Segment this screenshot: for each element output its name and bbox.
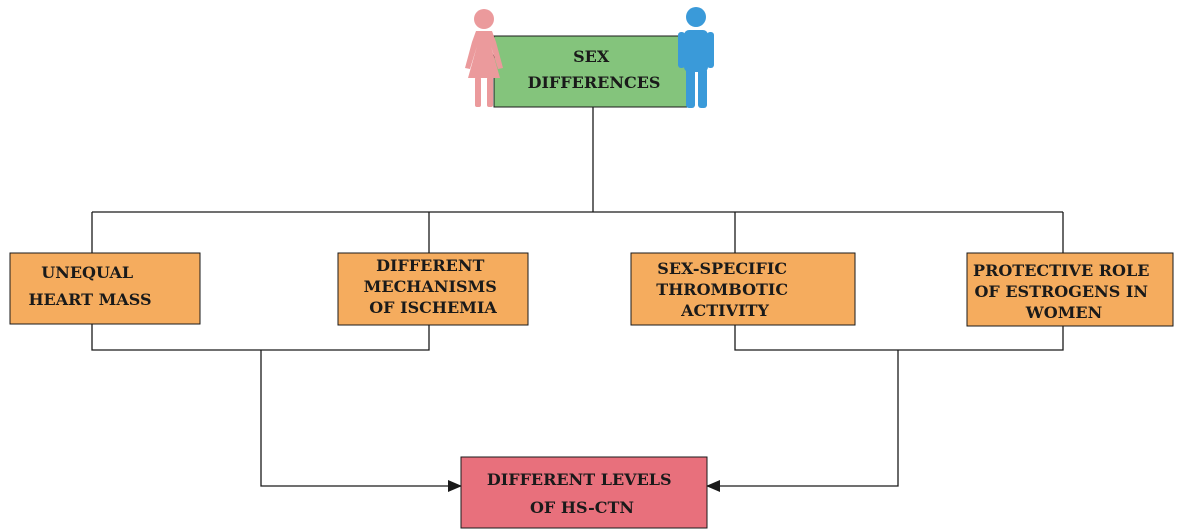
outcome-line-2: OF HS-CTN <box>530 498 634 517</box>
svg-text:UNEQUAL HEART MASS: UNEQUAL HEART MASS <box>28 263 151 309</box>
cause-box-4 <box>966 252 1174 327</box>
cause-3-line-2: THROMBOTIC <box>656 280 788 299</box>
cause-4-line-3: WOMEN <box>1025 303 1102 322</box>
outcome-node: DIFFERENT LEVELS OF HS-CTN <box>460 456 708 529</box>
cause-box-1 <box>9 252 201 325</box>
female-figure-icon <box>465 9 503 107</box>
cause-node-unequal-heart-mass: UNEQUAL HEART MASS <box>9 252 201 325</box>
connectors <box>91 107 1064 492</box>
cause-2-line-1: DIFFERENT <box>376 256 484 275</box>
svg-text:SEX-SPECIFIC THROMBOTIC: SEX-SPECIFIC THROMBOTIC ACTIVITY <box>656 259 793 320</box>
sex-differences-node: SEX DIFFERENCES <box>493 35 691 108</box>
cause-4-line-1: PROTECTIVE ROLE <box>973 261 1149 280</box>
different-levels-box <box>460 456 708 529</box>
outcome-line-1: DIFFERENT LEVELS <box>487 470 672 489</box>
svg-text:DIFFERENT MECHANISMS: DIFFERENT MECHANISMS OF ISCHEMIA <box>364 256 503 317</box>
arrow-right-to-outcome <box>706 350 899 492</box>
connector-right-merge <box>734 325 1064 351</box>
cause-2-line-3: OF ISCHEMIA <box>369 298 497 317</box>
sex-differences-label-line-2: DIFFERENCES <box>528 73 661 92</box>
cause-1-line-1: UNEQUAL <box>41 263 133 282</box>
cause-box-2 <box>337 252 529 326</box>
sex-differences-label-line-1: SEX <box>573 47 610 66</box>
cause-node-protective-role-estrogens: PROTECTIVE ROLE OF ESTROGENS IN WOMEN <box>966 252 1174 327</box>
cause-3-line-1: SEX-SPECIFIC <box>657 259 787 278</box>
sex-differences-box <box>493 35 691 108</box>
male-figure-icon <box>678 7 714 108</box>
svg-text:PROTECTIVE ROLE OF ESTRO: PROTECTIVE ROLE OF ESTROGENS IN WOMEN <box>973 261 1155 322</box>
cause-box-3 <box>630 252 856 326</box>
connector-left-merge <box>91 324 430 351</box>
cause-3-line-3: ACTIVITY <box>680 301 769 320</box>
svg-text:SEX DIFFERENCES: SEX DIFFERENCES <box>528 47 661 92</box>
svg-text:DIFFERENT LEVELS OF HS-C: DIFFERENT LEVELS OF HS-CTN <box>487 470 677 517</box>
cause-1-line-2: HEART MASS <box>28 290 151 309</box>
cause-node-sex-specific-thrombotic: SEX-SPECIFIC THROMBOTIC ACTIVITY <box>630 252 856 326</box>
cause-4-line-2: OF ESTROGENS IN <box>974 282 1147 301</box>
cause-node-different-mechanisms: DIFFERENT MECHANISMS OF ISCHEMIA <box>337 252 529 326</box>
arrow-left-to-outcome <box>260 350 462 492</box>
cause-2-line-2: MECHANISMS <box>364 277 497 296</box>
